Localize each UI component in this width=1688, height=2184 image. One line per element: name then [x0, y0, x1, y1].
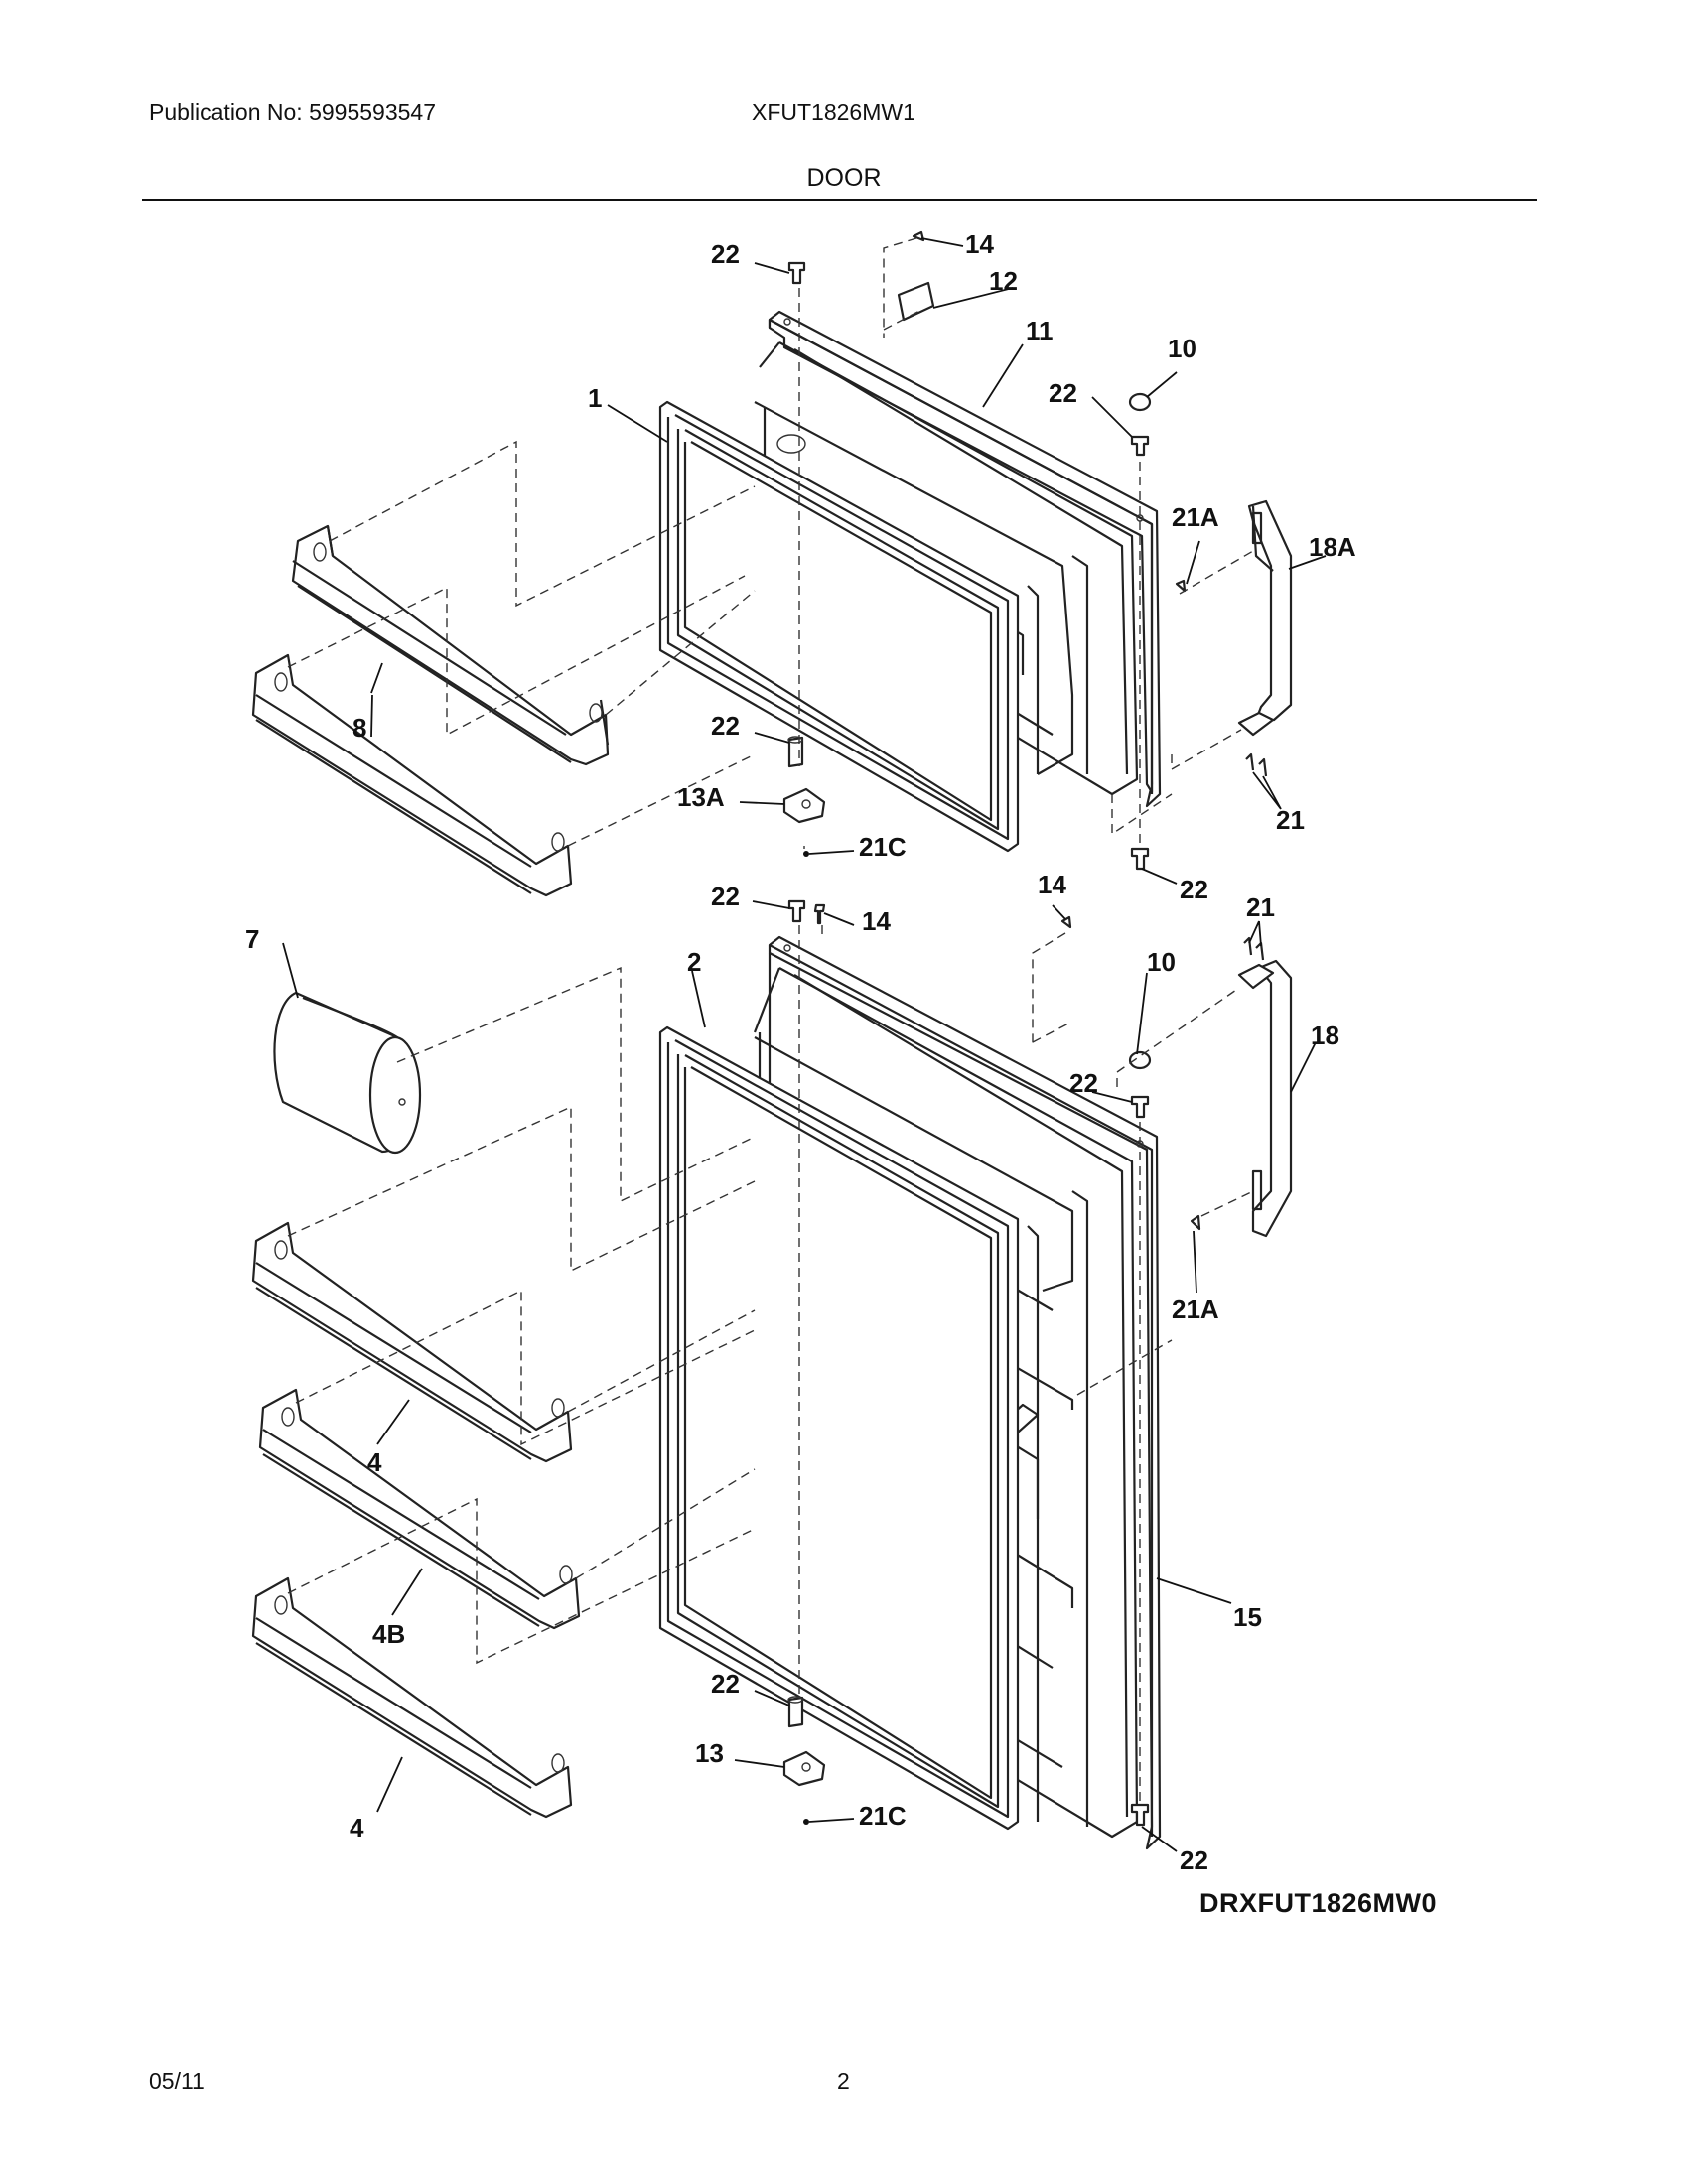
door-shelf-bottom — [251, 1576, 573, 1819]
callout-12: 12 — [989, 266, 1018, 296]
callout-18A: 18A — [1309, 532, 1356, 562]
callout-22: 22 — [1180, 875, 1208, 904]
drawing-code: DRXFUT1826MW0 — [1199, 1888, 1438, 1918]
callout-15: 15 — [1233, 1602, 1262, 1632]
callout-10: 10 — [1168, 334, 1196, 363]
callout-11: 11 — [1026, 316, 1054, 345]
callout-22: 22 — [1049, 378, 1077, 408]
callout-2: 2 — [687, 947, 701, 977]
callout-21A: 21A — [1172, 502, 1219, 532]
freezer-door-outer — [768, 310, 1162, 808]
callout-22: 22 — [1180, 1845, 1208, 1875]
freezer-handle — [1237, 499, 1293, 737]
fresh-food-hinge — [782, 1696, 826, 1787]
freezer-door-shelf-lower — [251, 653, 573, 897]
callout-4B: 4B — [372, 1619, 405, 1649]
header-rule — [142, 199, 1537, 201]
fresh-food-fasteners — [787, 899, 1265, 1827]
section-title: DOOR — [806, 164, 882, 192]
fresh-food-door-gasket — [658, 1025, 1020, 1831]
callout-21A: 21A — [1172, 1295, 1219, 1324]
callout-21: 21 — [1276, 805, 1305, 835]
fresh-food-handle — [1237, 959, 1293, 1238]
freezer-hinge — [782, 736, 826, 824]
callout-22: 22 — [711, 239, 740, 269]
callout-4: 4 — [367, 1447, 382, 1477]
callout-18: 18 — [1311, 1021, 1339, 1050]
publication-number: Publication No: 5995593547 — [149, 99, 437, 125]
callout-leaders — [282, 237, 1327, 1852]
callout-22: 22 — [711, 711, 740, 741]
callout-21: 21 — [1246, 892, 1275, 922]
freezer-assembly-lines — [287, 237, 1254, 849]
callout-10: 10 — [1147, 947, 1176, 977]
callout-21C: 21C — [859, 1801, 907, 1831]
footer-page-number: 2 — [837, 2068, 850, 2094]
callout-21C: 21C — [859, 832, 907, 862]
callout-13A: 13A — [677, 782, 725, 812]
dairy-door-cover — [273, 991, 422, 1155]
callout-13: 13 — [695, 1738, 724, 1768]
door-shelf-middle — [258, 1388, 581, 1630]
door-shelf-top — [251, 1221, 573, 1463]
callout-22: 22 — [711, 1669, 740, 1699]
freezer-fasteners — [787, 230, 1268, 871]
callout-22: 22 — [711, 882, 740, 911]
callout-14: 14 — [965, 229, 994, 259]
callout-4: 4 — [350, 1813, 364, 1843]
freezer-door-shelf-upper — [291, 524, 610, 766]
model-number: XFUT1826MW1 — [752, 99, 915, 125]
callout-1: 1 — [588, 383, 602, 413]
callout-8: 8 — [352, 713, 366, 743]
callout-14: 14 — [1038, 870, 1066, 899]
fresh-food-assembly-lines — [287, 925, 1254, 1802]
footer-date: 05/11 — [149, 2068, 205, 2094]
callout-22: 22 — [1069, 1068, 1098, 1098]
freezer-door-gasket — [658, 400, 1020, 853]
callout-14: 14 — [862, 906, 891, 936]
callout-labels: 22 14 12 11 10 22 1 21A 18A 8 22 13A 21C… — [245, 229, 1356, 1875]
callout-7: 7 — [245, 924, 259, 954]
